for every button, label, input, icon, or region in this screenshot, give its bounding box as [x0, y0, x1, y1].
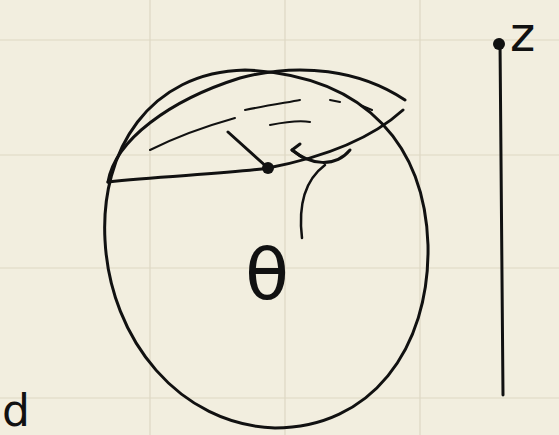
theta-leader: [301, 165, 325, 238]
partial-letter: d: [2, 389, 30, 433]
radius-line: [228, 132, 268, 168]
cap-chord: [108, 110, 403, 182]
sphere-outline: [105, 70, 428, 428]
cap-outline: [108, 70, 405, 182]
arrow-head: [292, 144, 302, 157]
axis-label: z: [510, 10, 535, 58]
center-dot: [262, 162, 274, 174]
cap-hatch: [150, 100, 372, 150]
axis-dot: [493, 38, 505, 50]
angle-label: θ: [245, 238, 289, 310]
z-axis: [500, 40, 503, 395]
